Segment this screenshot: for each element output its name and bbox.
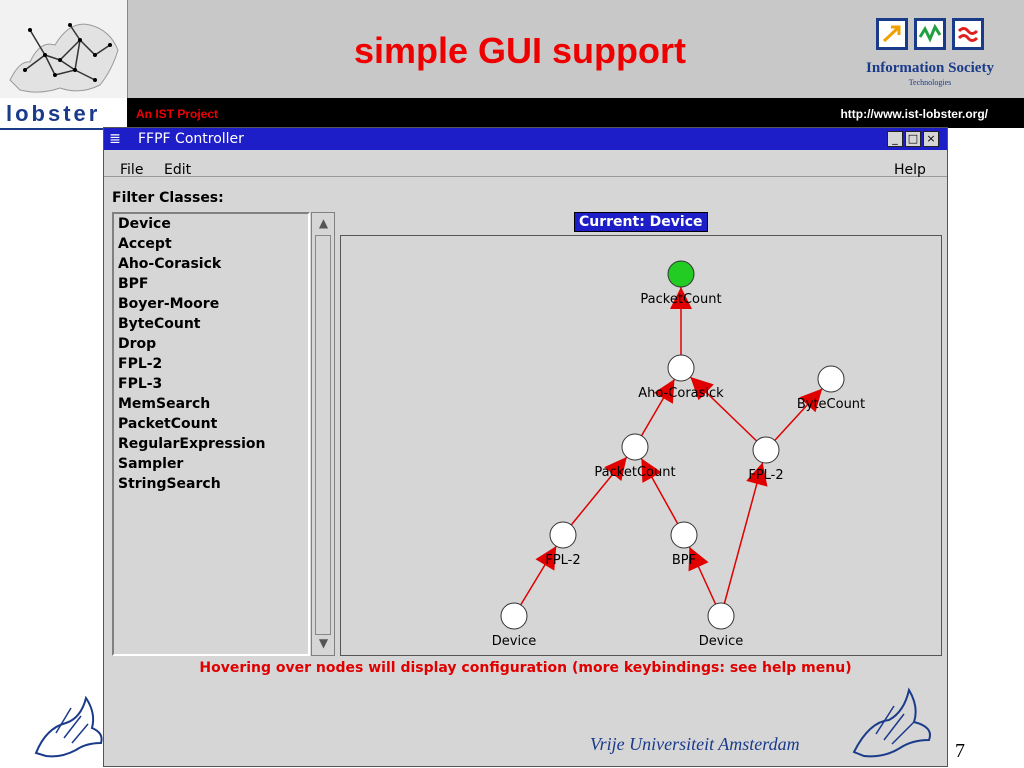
graph-node-label: FPL-2 — [545, 553, 580, 568]
list-scrollbar[interactable]: ▲ ▼ — [311, 212, 335, 656]
list-item[interactable]: StringSearch — [118, 476, 221, 492]
ffpf-controller-window: ≣ FFPF Controller _ □ × File Edit Help F… — [103, 127, 948, 767]
ist-arrow-icon — [876, 18, 908, 50]
vu-griffin-logo-left — [26, 688, 106, 760]
graph-node-label: PacketCount — [594, 465, 675, 480]
list-item[interactable]: Accept — [118, 236, 172, 252]
vu-logo-right: Vrije Universiteit Amsterdam — [584, 682, 944, 762]
graph-edge-arrowhead — [641, 458, 662, 483]
slide-header: simple GUI support Information Society T… — [0, 0, 1024, 98]
menu-help[interactable]: Help — [894, 162, 926, 178]
graph-node-label: Device — [492, 634, 536, 649]
graph-node-label: Aho-Corasick — [638, 386, 724, 401]
graph-edge-arrowhead — [670, 287, 692, 309]
graph-node[interactable] — [500, 602, 528, 630]
page-number: 7 — [955, 740, 965, 762]
ist-logo: Information Society Technologies — [850, 12, 1010, 92]
list-item[interactable]: MemSearch — [118, 396, 211, 412]
minimize-button[interactable]: _ — [887, 131, 903, 147]
list-item[interactable]: Boyer-Moore — [118, 296, 220, 312]
lobster-logo-text: lobster — [6, 101, 101, 126]
list-item[interactable]: FPL-2 — [118, 356, 163, 372]
graph-node-label: PacketCount — [640, 292, 721, 307]
menu-edit[interactable]: Edit — [164, 162, 192, 178]
graph-edge-arrowhead — [604, 457, 627, 482]
graph-edge-arrowhead — [746, 462, 768, 487]
filter-graph[interactable]: PacketCountAho-CorasickByteCountPacketCo… — [341, 236, 941, 655]
list-item[interactable]: Aho-Corasick — [118, 256, 222, 272]
current-node-label: Current: Device — [574, 212, 708, 232]
ist-logo-subtitle: Technologies — [908, 78, 952, 87]
graph-node[interactable] — [667, 354, 695, 382]
graph-node[interactable] — [707, 602, 735, 630]
scroll-down-arrow-icon[interactable]: ▼ — [318, 636, 329, 650]
list-item[interactable]: Drop — [118, 336, 157, 352]
filter-classes-label: Filter Classes: — [112, 190, 224, 206]
ist-approx-icon — [952, 18, 984, 50]
graph-node[interactable] — [667, 260, 695, 288]
maximize-button[interactable]: □ — [905, 131, 921, 147]
close-button[interactable]: × — [923, 131, 939, 147]
window-menu-icon[interactable]: ≣ — [109, 131, 121, 147]
ist-wave-icon — [914, 18, 946, 50]
lobster-logo: lobster — [0, 98, 127, 130]
graph-node[interactable] — [549, 521, 577, 549]
vu-footer-text: Vrije Universiteit Amsterdam — [590, 734, 800, 754]
slide-title: simple GUI support — [353, 30, 687, 71]
graph-node-label: FPL-2 — [748, 468, 783, 483]
status-hint: Hovering over nodes will display configu… — [199, 660, 852, 676]
list-item[interactable]: PacketCount — [118, 416, 218, 432]
graph-edge-arrowhead — [535, 546, 557, 571]
list-item[interactable]: FPL-3 — [118, 376, 163, 392]
menubar: File Edit Help — [104, 150, 947, 178]
list-item[interactable]: Device — [118, 216, 171, 232]
menu-file[interactable]: File — [120, 162, 144, 178]
graph-node[interactable] — [670, 521, 698, 549]
slide-banner — [0, 98, 1024, 128]
graph-node-label: BPF — [672, 553, 696, 568]
project-url[interactable]: http://www.ist-lobster.org/ — [840, 107, 988, 121]
filter-classes-list[interactable]: Device Accept Aho-Corasick BPF Boyer-Moo… — [112, 212, 310, 656]
scroll-up-arrow-icon[interactable]: ▲ — [318, 216, 329, 230]
scroll-thumb[interactable] — [315, 235, 331, 635]
list-item[interactable]: Sampler — [118, 456, 184, 472]
graph-node-label: Device — [699, 634, 743, 649]
graph-edge-arrowhead — [799, 388, 823, 413]
graph-edge-arrowhead — [688, 546, 709, 572]
graph-node-label: ByteCount — [797, 397, 865, 412]
graph-edge-arrowhead — [690, 377, 714, 401]
list-item[interactable]: RegularExpression — [118, 436, 266, 452]
graph-edge-arrowhead — [653, 379, 675, 404]
window-titlebar[interactable]: ≣ FFPF Controller _ □ × — [104, 128, 947, 150]
ist-logo-title: Information Society — [866, 60, 994, 76]
graph-node[interactable] — [752, 436, 780, 464]
list-item[interactable]: ByteCount — [118, 316, 201, 332]
window-title: FFPF Controller — [138, 131, 244, 147]
europe-map-logo — [0, 0, 128, 98]
graph-node[interactable] — [621, 433, 649, 461]
graph-node[interactable] — [817, 365, 845, 393]
ist-project-label: An IST Project — [136, 107, 219, 121]
list-item[interactable]: BPF — [118, 276, 149, 292]
